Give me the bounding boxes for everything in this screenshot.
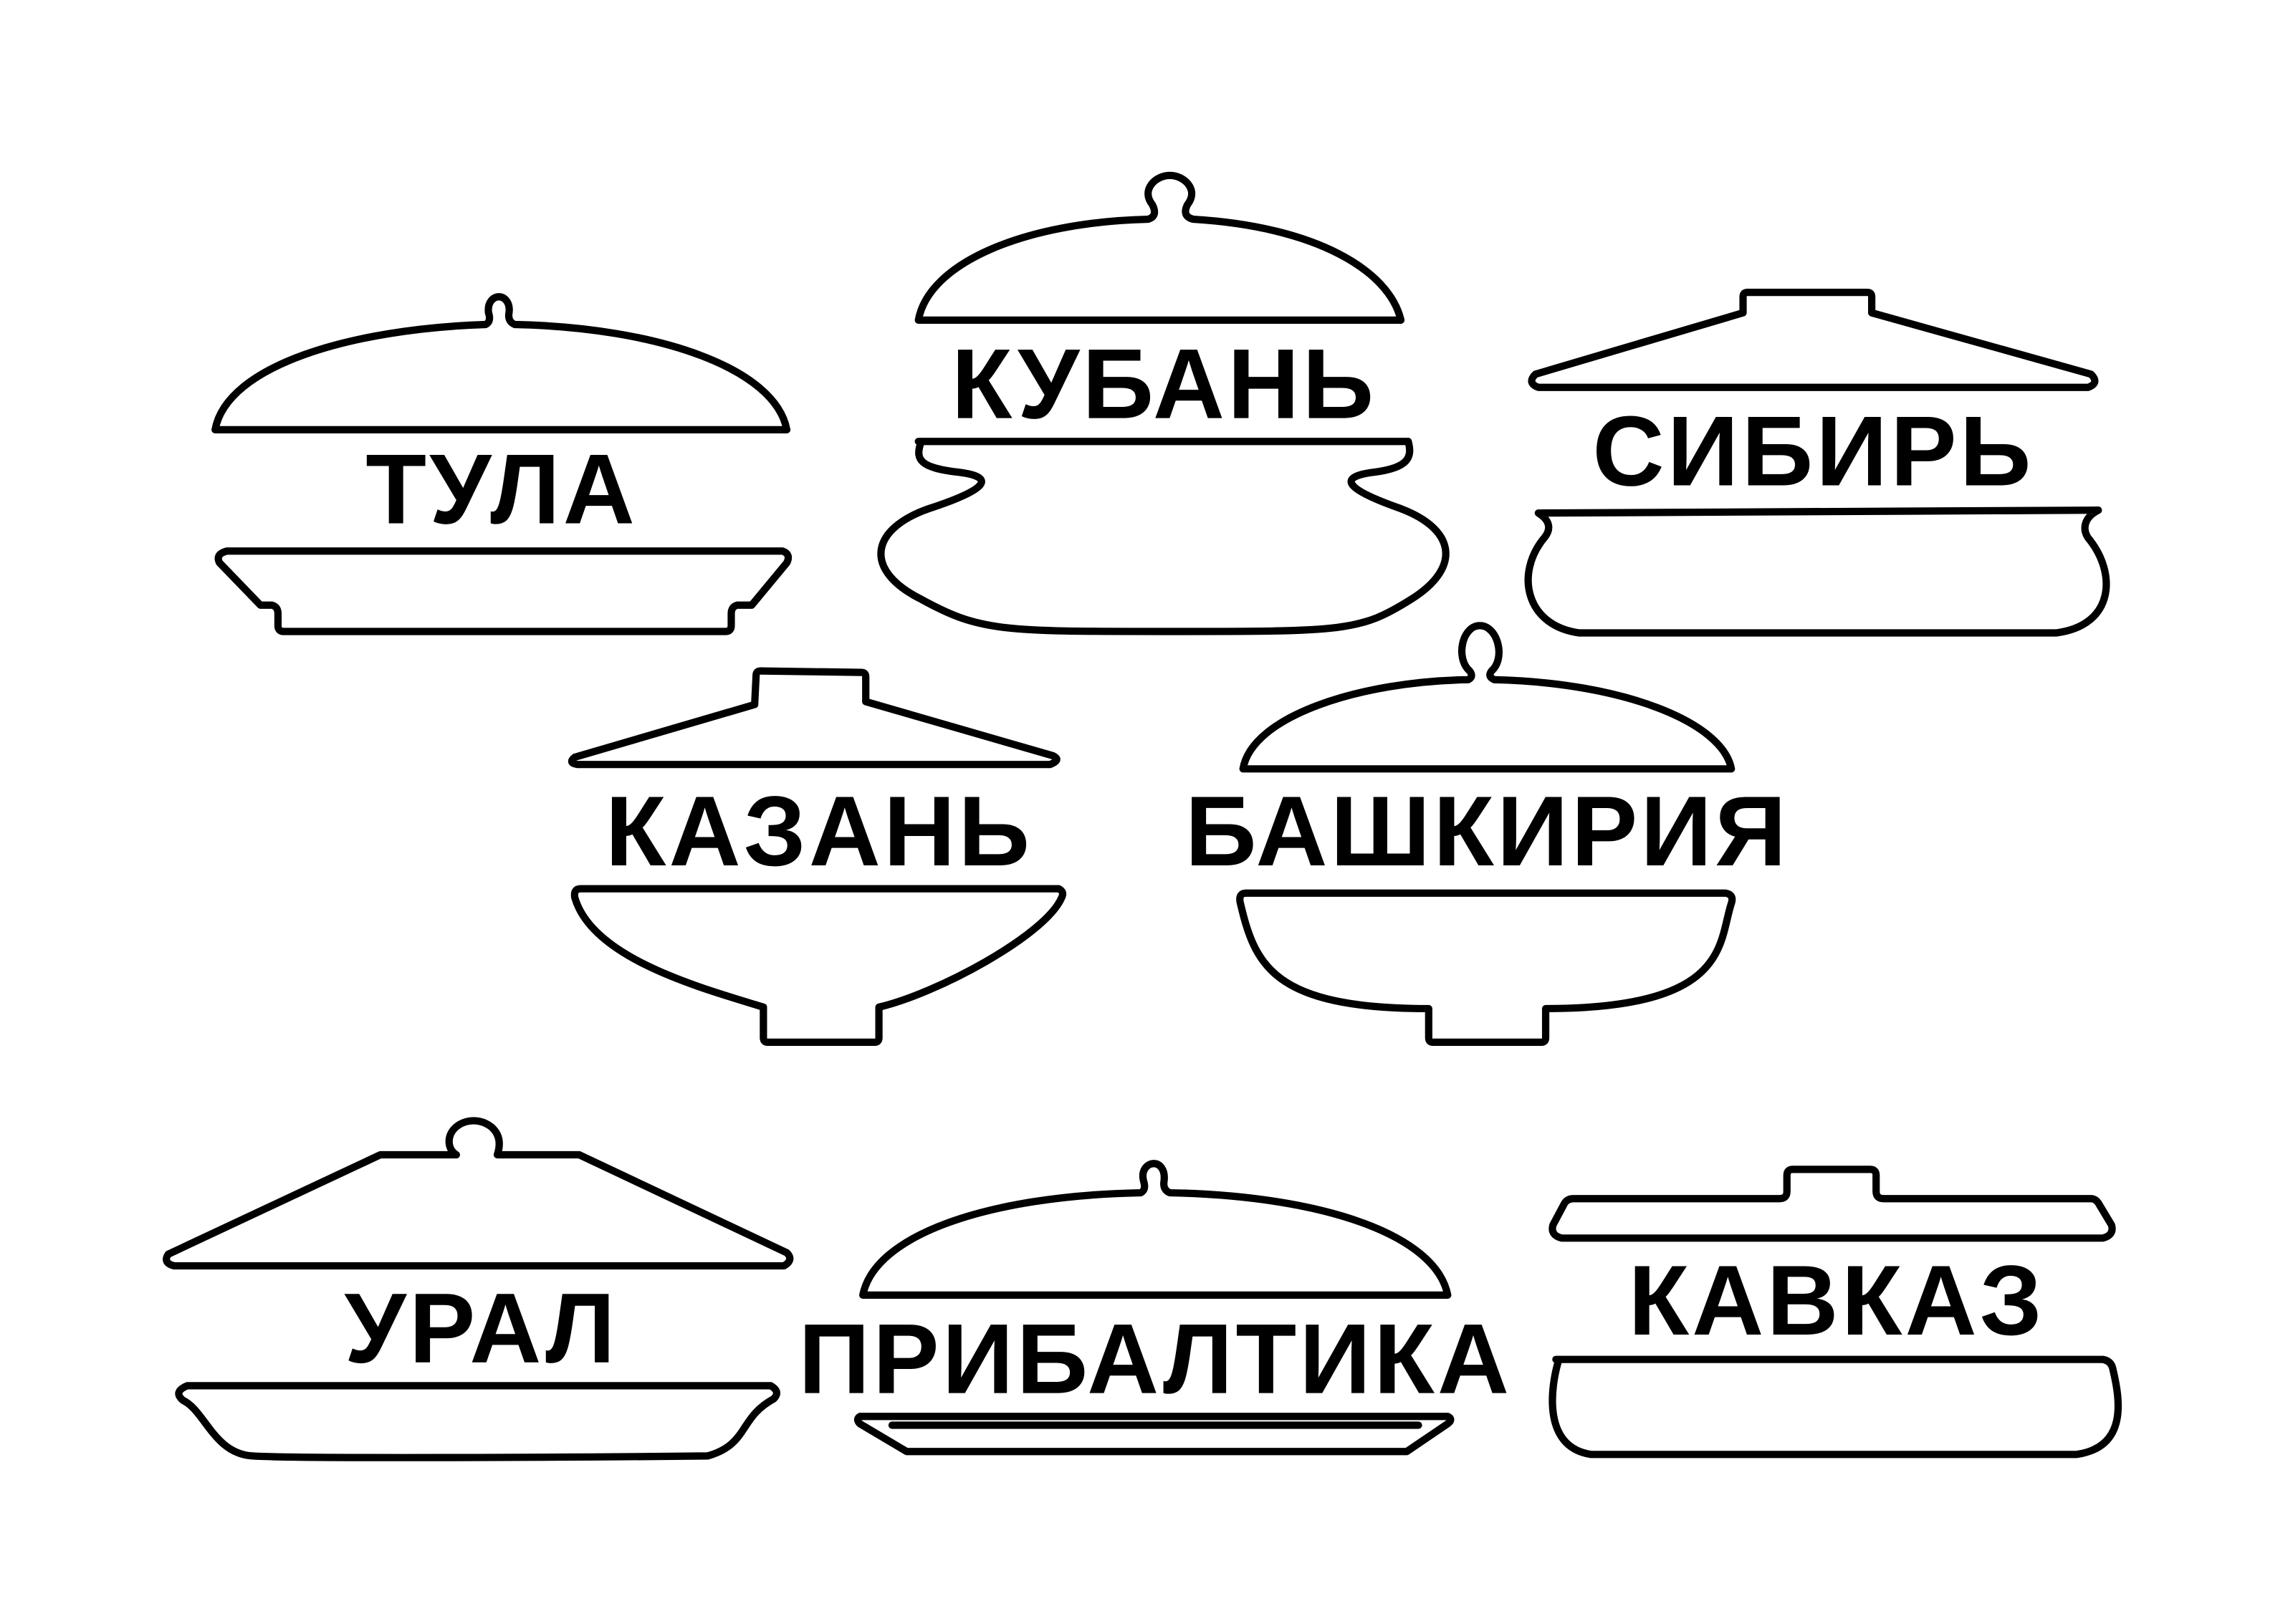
label-ural: УРАЛ xyxy=(344,1273,618,1384)
label-kazan: КАЗАНЬ xyxy=(605,776,1033,887)
body-tula xyxy=(214,547,793,635)
lid-kavkaz xyxy=(1548,1166,2116,1242)
lid-tula xyxy=(211,293,791,434)
lid-bashkiriya xyxy=(1239,622,1736,773)
lid-pribaltika xyxy=(859,1160,1452,1299)
body-kuban xyxy=(877,438,1450,635)
label-sibir: СИБИРЬ xyxy=(1592,395,2034,506)
lid-ural xyxy=(163,1117,794,1270)
lid-kazan xyxy=(568,667,1061,769)
body-kazan xyxy=(570,885,1067,1046)
body-sibir xyxy=(1524,506,2110,637)
label-kuban: КУБАНЬ xyxy=(952,329,1377,440)
body-kavkaz xyxy=(1548,1355,2122,1459)
label-tula: ТУЛА xyxy=(365,434,638,545)
pot-tula: ТУЛА xyxy=(211,293,793,635)
pot-pribaltika: ПРИБАЛТИКА xyxy=(798,1160,1512,1456)
pot-ural: УРАЛ xyxy=(163,1117,794,1461)
label-bashkiriya: БАШКИРИЯ xyxy=(1185,776,1789,887)
body-bashkiriya xyxy=(1236,889,1736,1046)
pot-kuban: КУБАНЬ xyxy=(877,171,1450,635)
body-pribaltika xyxy=(853,1413,1455,1456)
body-ural xyxy=(175,1382,780,1461)
pot-bashkiriya: БАШКИРИЯ xyxy=(1185,622,1789,1046)
label-kavkaz: КАВКАЗ xyxy=(1628,1245,2044,1356)
lid-sibir xyxy=(1528,288,2099,391)
label-pribaltika: ПРИБАЛТИКА xyxy=(798,1304,1512,1415)
pot-kavkaz: КАВКАЗ xyxy=(1548,1166,2122,1459)
pot-kazan: КАЗАНЬ xyxy=(568,667,1067,1046)
lid-kuban xyxy=(914,171,1405,324)
pot-sibir: СИБИРЬ xyxy=(1524,288,2110,637)
